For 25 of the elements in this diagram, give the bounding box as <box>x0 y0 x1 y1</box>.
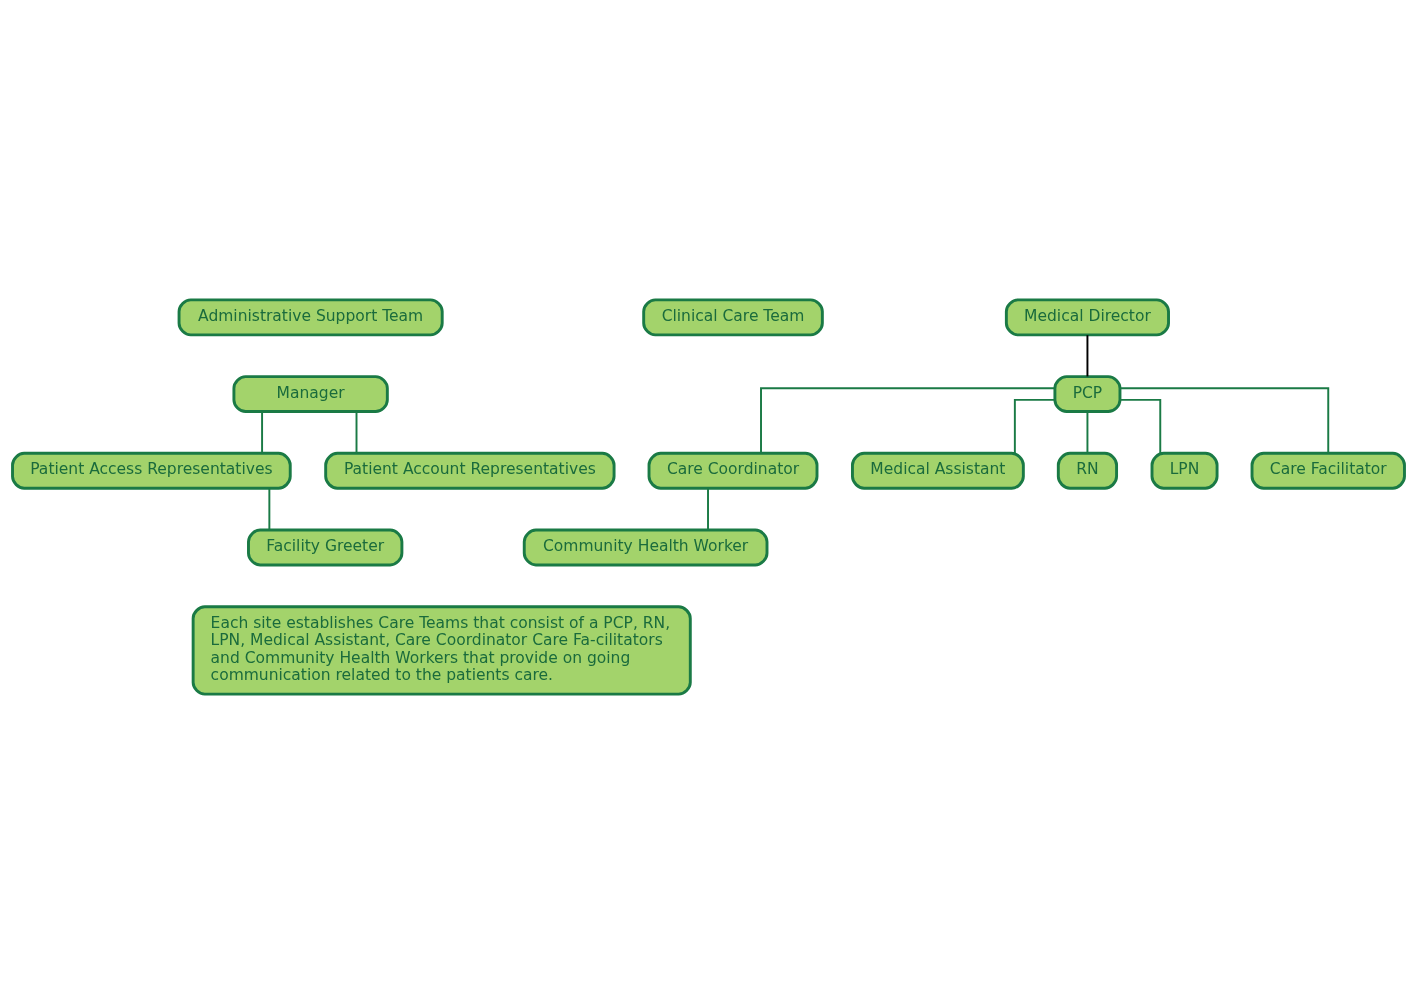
node-box: RN <box>1056 451 1119 490</box>
connector <box>1013 398 1056 454</box>
connector <box>1086 410 1089 454</box>
node-box: Medical Assistant <box>851 451 1025 490</box>
node-box: LPN <box>1150 451 1219 490</box>
node-box: Patient Access Representatives <box>11 451 292 490</box>
connector <box>1086 333 1089 377</box>
node-box: Each site establishes Care Teams that consist of a PCP, RN, LPN, Medical Assistant, Care Coordinator Care Fa-cilitators and Community Health Workers that provide on going communication related to the patients care. <box>191 604 692 696</box>
connector <box>1119 398 1162 454</box>
node-box: Care Facilitator <box>1250 451 1406 490</box>
node-box: Community Health Worker <box>522 528 769 566</box>
node-box: Care Coordinator <box>647 451 819 490</box>
connector <box>261 410 264 454</box>
connector <box>1119 386 1330 454</box>
connector <box>268 487 271 531</box>
connector <box>707 487 709 531</box>
node-box: Clinical Care Team <box>642 297 824 336</box>
node-box: Manager <box>232 374 389 413</box>
node-box: Medical Director <box>1004 297 1170 336</box>
node-box: Patient Account Representatives <box>324 451 616 490</box>
node-box: PCP <box>1053 374 1122 413</box>
node-box: Administrative Support Team <box>177 297 444 336</box>
connector <box>355 410 358 454</box>
node-box: Facility Greeter <box>247 528 404 566</box>
connector <box>760 386 1056 454</box>
